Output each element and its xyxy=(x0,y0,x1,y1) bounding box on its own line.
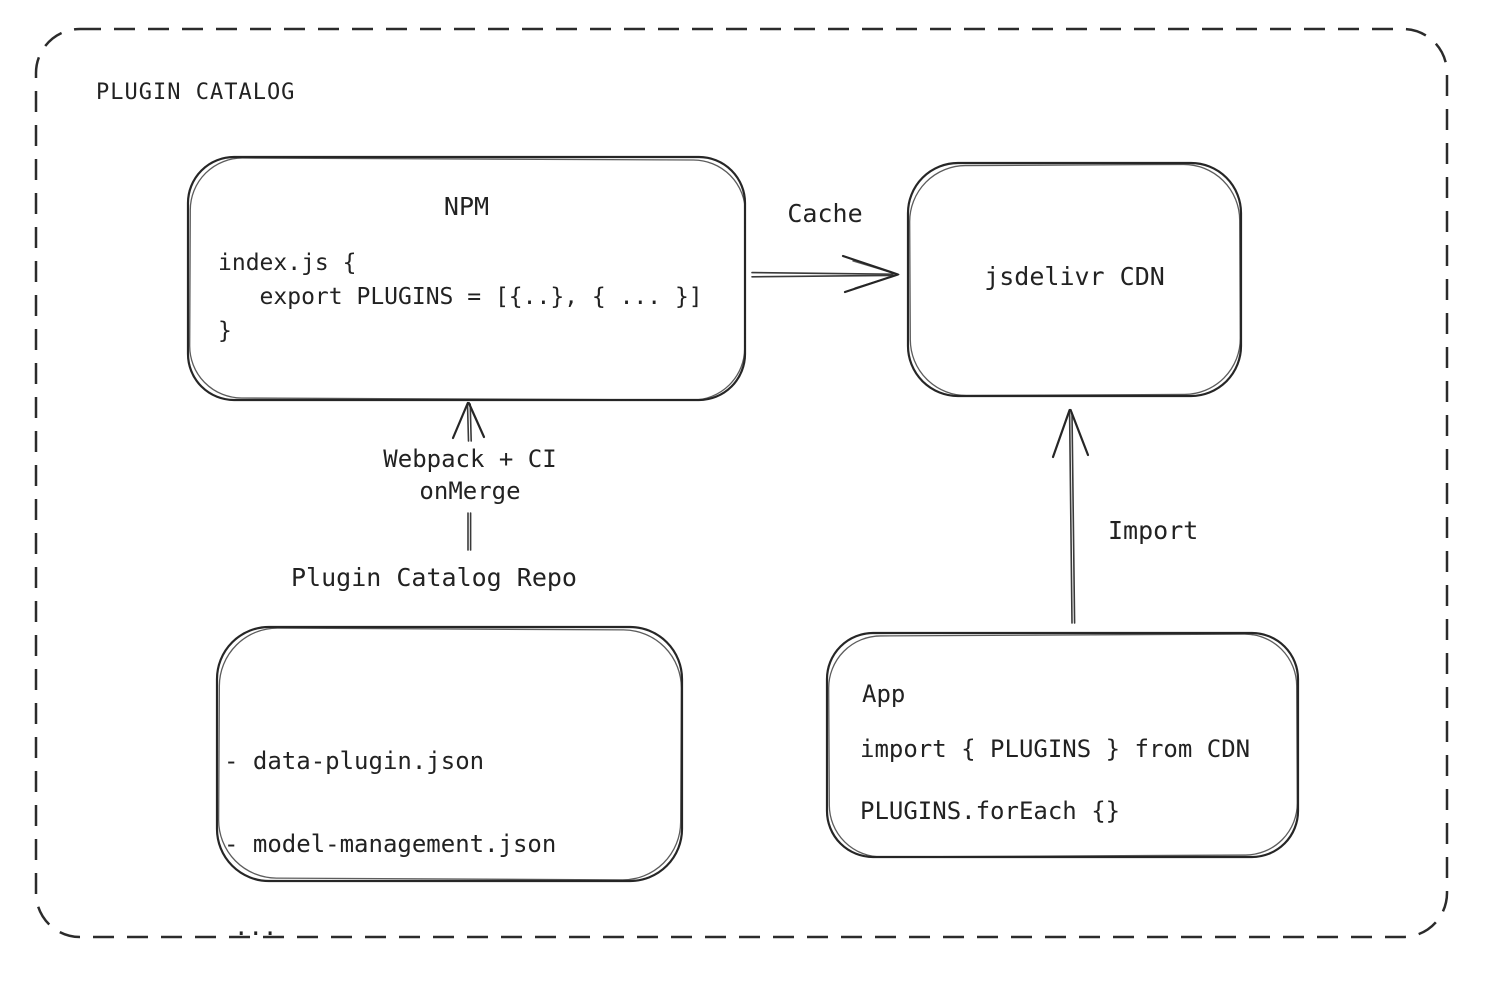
app-code-foreach-line: PLUGINS.forEach {} xyxy=(860,797,1121,825)
catalog-boundary-outline xyxy=(34,27,1449,939)
repo-file-list: - data-plugin.json - model-management.js… xyxy=(224,701,556,998)
repo-box-label: Plugin Catalog Repo xyxy=(291,563,577,592)
diagram-title: PLUGIN CATALOG xyxy=(96,80,296,105)
repo-file-item: ... xyxy=(234,913,278,941)
cdn-box-outline xyxy=(906,161,1243,398)
npm-code-snippet: index.js { export PLUGINS = [{..}, { ...… xyxy=(218,250,703,344)
import-arrow-label: Import xyxy=(1108,516,1199,545)
build-arrow-label-line2: onMerge xyxy=(419,477,521,505)
cdn-box-title: jsdelivr CDN xyxy=(984,262,1165,291)
import-arrow xyxy=(1051,408,1090,624)
cache-arrow xyxy=(751,254,901,294)
npm-box-outline xyxy=(186,155,747,402)
cache-arrow-label: Cache xyxy=(787,199,863,228)
repo-file-item: - model-management.json xyxy=(224,830,557,858)
npm-box-title: NPM xyxy=(443,192,490,221)
build-arrow-label-line1: Webpack + CI xyxy=(383,445,557,473)
repo-file-item: - data-plugin.json xyxy=(224,747,485,775)
build-arrow xyxy=(451,401,486,551)
app-code-import-line: import { PLUGINS } from CDN xyxy=(860,735,1251,763)
repo-box-outline xyxy=(215,625,684,883)
app-box-outline xyxy=(825,631,1300,859)
app-box-title: App xyxy=(862,680,906,708)
